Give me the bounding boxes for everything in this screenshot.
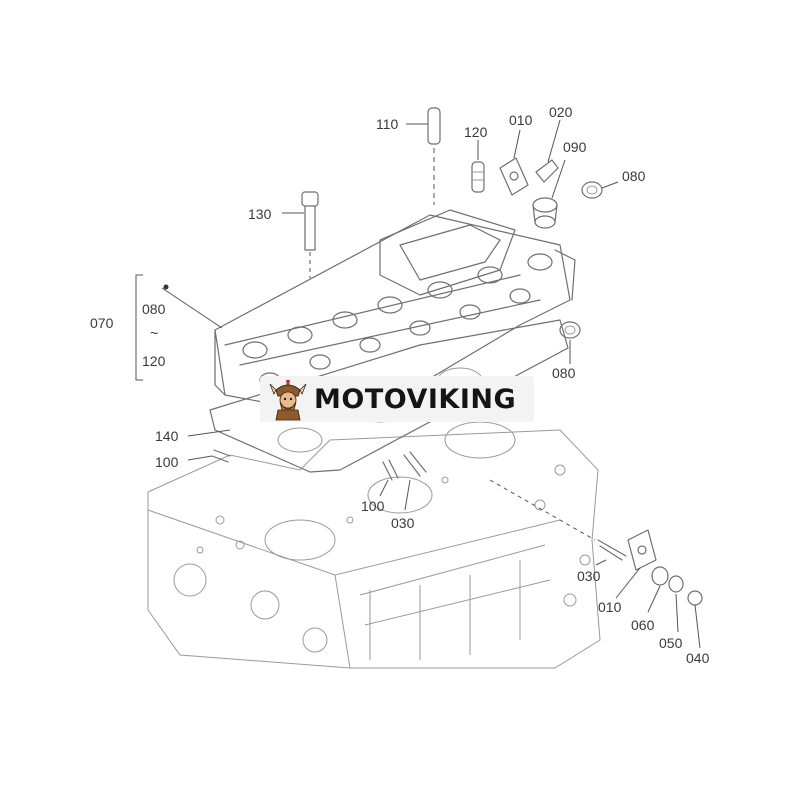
part-010-washer-bottom <box>627 529 657 571</box>
callout-030-mid: 030 <box>391 515 415 531</box>
part-010-washer-top <box>499 157 529 196</box>
callout-070: 070 <box>90 315 114 331</box>
brand-watermark: MOTOVIKING <box>260 376 534 422</box>
part-020-fitting <box>535 159 559 183</box>
callout-110: 110 <box>376 116 399 132</box>
callout-040: 040 <box>686 650 710 666</box>
part-040-cap <box>687 590 703 606</box>
callout-120-range: 120 <box>142 353 166 369</box>
callout-100-left: 100 <box>155 454 179 470</box>
callout-030-right: 030 <box>577 568 601 584</box>
callout-130: 130 <box>248 206 272 222</box>
part-100-stud-left <box>211 449 231 463</box>
viking-mascot-icon <box>269 380 307 421</box>
callout-080-right: 080 <box>622 168 646 184</box>
callout-080-lower: 080 <box>552 365 576 381</box>
callout-050: 050 <box>659 635 683 651</box>
part-100-stud-mid <box>382 459 399 481</box>
callout-060: 060 <box>631 617 655 633</box>
engine-block <box>147 421 601 669</box>
part-120-pin <box>471 161 485 193</box>
brand-name: MOTOVIKING <box>314 383 517 415</box>
leader-lines <box>135 119 701 649</box>
part-030-stud-mid <box>403 451 427 477</box>
part-080-cap-lower <box>559 321 581 339</box>
callout-140: 140 <box>155 428 179 444</box>
callout-010-bottom: 010 <box>598 599 622 615</box>
callout-range-tilde: ~ <box>150 325 158 341</box>
callout-100-mid: 100 <box>361 498 385 514</box>
part-130-bolt <box>301 191 319 278</box>
callout-020: 020 <box>549 104 573 120</box>
callout-120-top: 120 <box>464 124 488 140</box>
part-030-stud-right <box>489 479 627 561</box>
callout-080-range: 080 <box>142 301 166 317</box>
callout-labels: 110 120 010 020 090 080 130 070 080 ~ 12… <box>90 104 710 666</box>
part-060-washer <box>651 566 669 586</box>
part-090-collar <box>532 197 558 229</box>
callout-010-top: 010 <box>509 112 533 128</box>
part-110-pin <box>427 107 441 205</box>
part-050-nut <box>668 575 684 593</box>
callout-090: 090 <box>563 139 587 155</box>
part-080-cap-right <box>581 181 603 199</box>
